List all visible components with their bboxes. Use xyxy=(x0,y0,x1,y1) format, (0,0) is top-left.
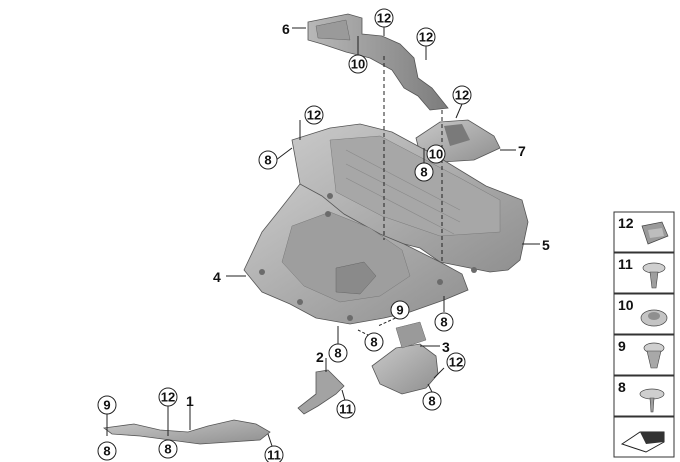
callout-9-part1: 9 xyxy=(97,395,117,415)
svg-text:9: 9 xyxy=(103,398,110,413)
part-label-6: 6 xyxy=(282,21,290,37)
part-label-7: 7 xyxy=(518,143,526,159)
part-label-1: 1 xyxy=(186,393,194,409)
legend-item-8: 8 xyxy=(613,375,675,417)
svg-text:8: 8 xyxy=(440,315,447,330)
svg-text:12: 12 xyxy=(377,11,391,26)
part-5-shield xyxy=(291,123,529,273)
svg-text:8: 8 xyxy=(428,394,435,409)
callout-11-part2: 11 xyxy=(336,399,356,419)
part-6-shield xyxy=(307,13,449,111)
part-3-bracket xyxy=(371,321,439,395)
svg-text:11: 11 xyxy=(267,448,281,462)
part-1-shield xyxy=(102,419,271,445)
callout-8-part1b: 8 xyxy=(158,439,178,459)
part-label-2: 2 xyxy=(316,349,324,365)
callout-circles: 12 10 12 12 10 8 12 8 xyxy=(97,8,472,462)
svg-text:12: 12 xyxy=(449,355,463,370)
legend-item-10: 10 xyxy=(613,293,675,335)
fastener-legend: 12 11 10 9 8 xyxy=(613,211,675,458)
callout-8-center2: 8 xyxy=(328,343,348,363)
svg-text:12: 12 xyxy=(161,390,175,405)
svg-text:8: 8 xyxy=(103,444,110,459)
legend-item-9: 9 xyxy=(613,334,675,376)
svg-text:12: 12 xyxy=(618,215,634,231)
callout-9-center: 9 xyxy=(390,300,410,320)
callout-10-top: 10 xyxy=(348,54,368,74)
svg-text:10: 10 xyxy=(351,57,365,72)
svg-text:10: 10 xyxy=(618,297,634,313)
legend-item-11: 11 xyxy=(613,252,675,294)
legend-item-12: 12 xyxy=(613,211,675,253)
svg-text:8: 8 xyxy=(420,165,427,180)
callout-12-left: 12 xyxy=(304,105,324,125)
svg-text:12: 12 xyxy=(419,30,433,45)
svg-text:8: 8 xyxy=(370,335,377,350)
svg-text:10: 10 xyxy=(429,147,443,162)
callout-8-part1a: 8 xyxy=(97,441,117,461)
part-2-bracket xyxy=(297,369,345,415)
svg-text:8: 8 xyxy=(164,442,171,457)
callout-12-right: 12 xyxy=(452,85,472,105)
leader-lines xyxy=(106,26,540,447)
legend-item-arrow xyxy=(613,416,675,458)
svg-text:12: 12 xyxy=(307,108,321,123)
part-label-4: 4 xyxy=(213,269,221,285)
svg-text:8: 8 xyxy=(618,379,626,395)
callout-8-center: 8 xyxy=(364,332,384,352)
svg-text:8: 8 xyxy=(334,346,341,361)
callout-8-left: 8 xyxy=(258,150,278,170)
callout-8-lowright: 8 xyxy=(422,391,442,411)
svg-text:9: 9 xyxy=(618,338,626,354)
callout-12-top1: 12 xyxy=(374,8,394,28)
callout-8-mid: 8 xyxy=(414,162,434,182)
part-label-3: 3 xyxy=(442,339,450,355)
svg-text:11: 11 xyxy=(618,256,633,272)
svg-text:11: 11 xyxy=(339,402,353,417)
callout-8-right: 8 xyxy=(434,312,454,332)
svg-text:12: 12 xyxy=(455,88,469,103)
callout-10-mid: 10 xyxy=(426,144,446,164)
part-labels: 6 7 5 4 3 2 1 xyxy=(186,21,550,409)
callout-11-part1: 11 xyxy=(264,445,284,462)
callout-12-part1: 12 xyxy=(158,387,178,407)
part-label-5: 5 xyxy=(542,237,550,253)
callout-12-lowright: 12 xyxy=(446,352,466,372)
svg-text:8: 8 xyxy=(264,153,271,168)
svg-text:9: 9 xyxy=(396,303,403,318)
part-4-shield xyxy=(243,183,469,325)
callout-12-top2: 12 xyxy=(416,27,436,47)
